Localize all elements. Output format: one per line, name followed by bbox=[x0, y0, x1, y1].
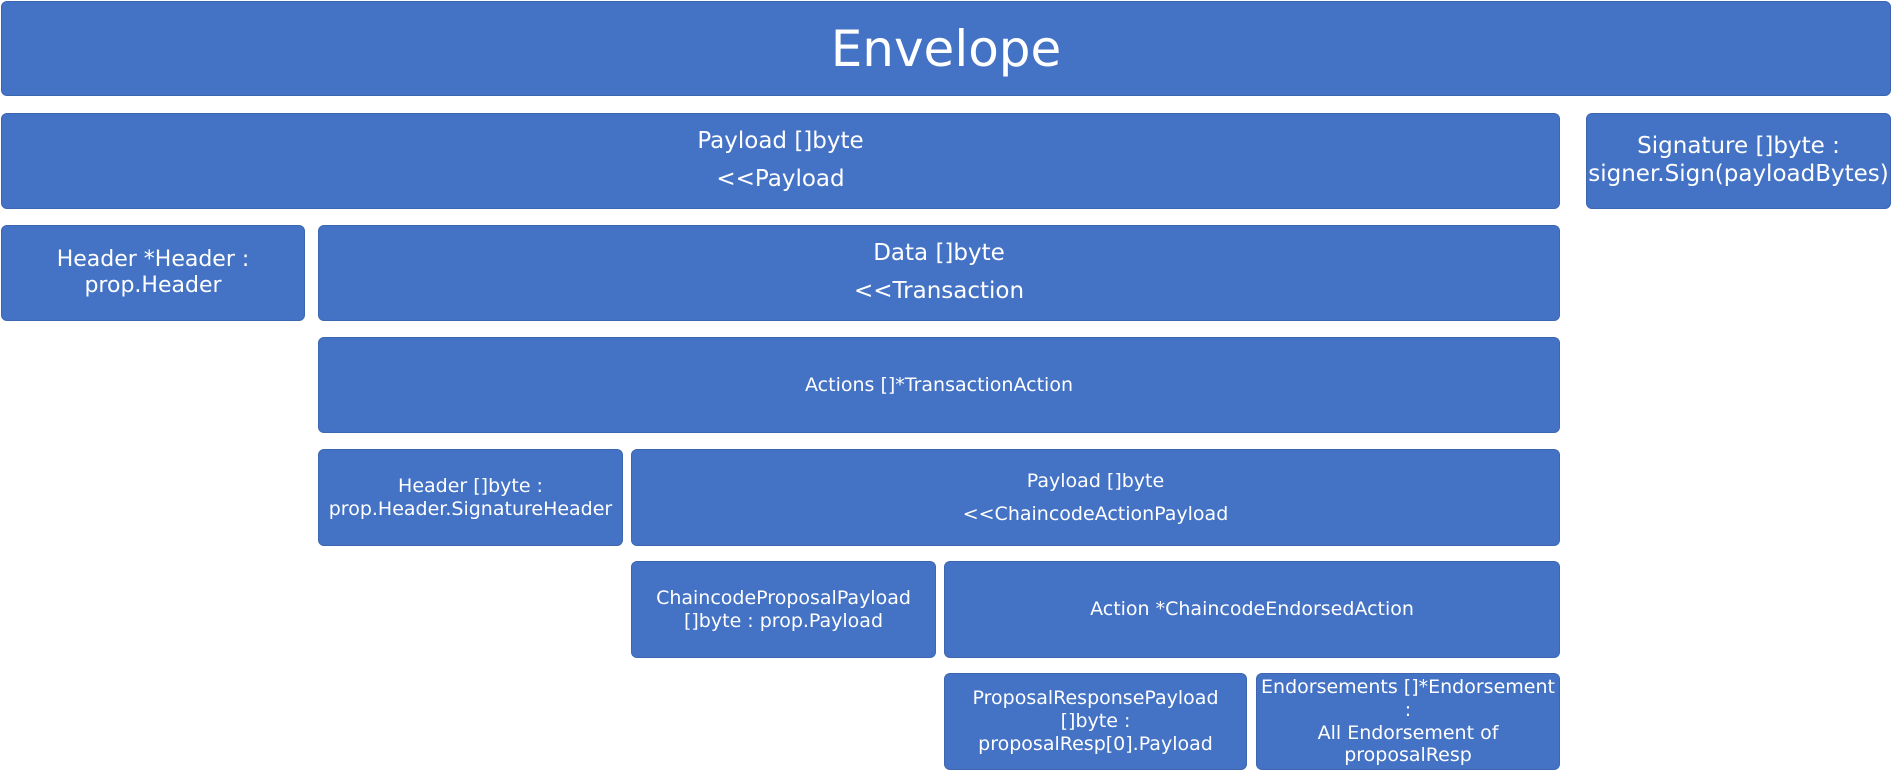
chaincode-action-payload-source-label: <<ChaincodeActionPayload bbox=[962, 502, 1229, 525]
payload-block: Payload []byte <<Payload bbox=[1, 113, 1560, 209]
payload-source-label: <<Payload bbox=[716, 166, 845, 192]
envelope-block: Envelope bbox=[1, 1, 1891, 96]
payload-type-label: Payload []byte bbox=[697, 128, 864, 155]
endorsements-type-label: Endorsements []*Endorsement : bbox=[1261, 675, 1555, 721]
header-type-label: Header *Header : bbox=[56, 246, 250, 272]
signature-block: Signature []byte : signer.Sign(payloadBy… bbox=[1586, 113, 1891, 209]
signature-type-label: Signature []byte : bbox=[1637, 133, 1840, 160]
action-type-label: Action *ChaincodeEndorsedAction bbox=[1090, 598, 1414, 621]
actions-type-label: Actions []*TransactionAction bbox=[805, 373, 1073, 396]
header-bytes-source-label: prop.Header.SignatureHeader bbox=[328, 497, 613, 520]
chaincode-action-payload-block: Payload []byte <<ChaincodeActionPayload bbox=[631, 449, 1560, 546]
header-source-label: prop.Header bbox=[84, 273, 222, 298]
envelope-label: Envelope bbox=[830, 19, 1062, 78]
endorsements-source-label: All Endorsement of proposalResp bbox=[1317, 721, 1499, 767]
chaincode-proposal-payload-block: ChaincodeProposalPayload []byte : prop.P… bbox=[631, 561, 936, 658]
action-block: Action *ChaincodeEndorsedAction bbox=[944, 561, 1560, 658]
proposal-response-payload-source-label: proposalResp[0].Payload bbox=[978, 732, 1213, 755]
header-block: Header *Header : prop.Header bbox=[1, 225, 305, 321]
proposal-response-payload-block: ProposalResponsePayload []byte : proposa… bbox=[944, 673, 1247, 770]
header-bytes-type-label: Header []byte : bbox=[398, 474, 543, 497]
header-bytes-block: Header []byte : prop.Header.SignatureHea… bbox=[318, 449, 623, 546]
chaincode-proposal-payload-type-label: ChaincodeProposalPayload bbox=[656, 586, 911, 609]
data-type-label: Data []byte bbox=[873, 240, 1005, 267]
chaincode-action-payload-type-label: Payload []byte bbox=[1026, 469, 1165, 492]
chaincode-proposal-payload-source-label: []byte : prop.Payload bbox=[683, 609, 884, 632]
actions-block: Actions []*TransactionAction bbox=[318, 337, 1560, 433]
endorsements-block: Endorsements []*Endorsement : All Endors… bbox=[1256, 673, 1560, 770]
data-source-label: <<Transaction bbox=[853, 278, 1025, 304]
proposal-response-payload-type-label: ProposalResponsePayload []byte : bbox=[972, 687, 1219, 733]
data-block: Data []byte <<Transaction bbox=[318, 225, 1560, 321]
signature-source-label: signer.Sign(payloadBytes) bbox=[1588, 161, 1889, 187]
